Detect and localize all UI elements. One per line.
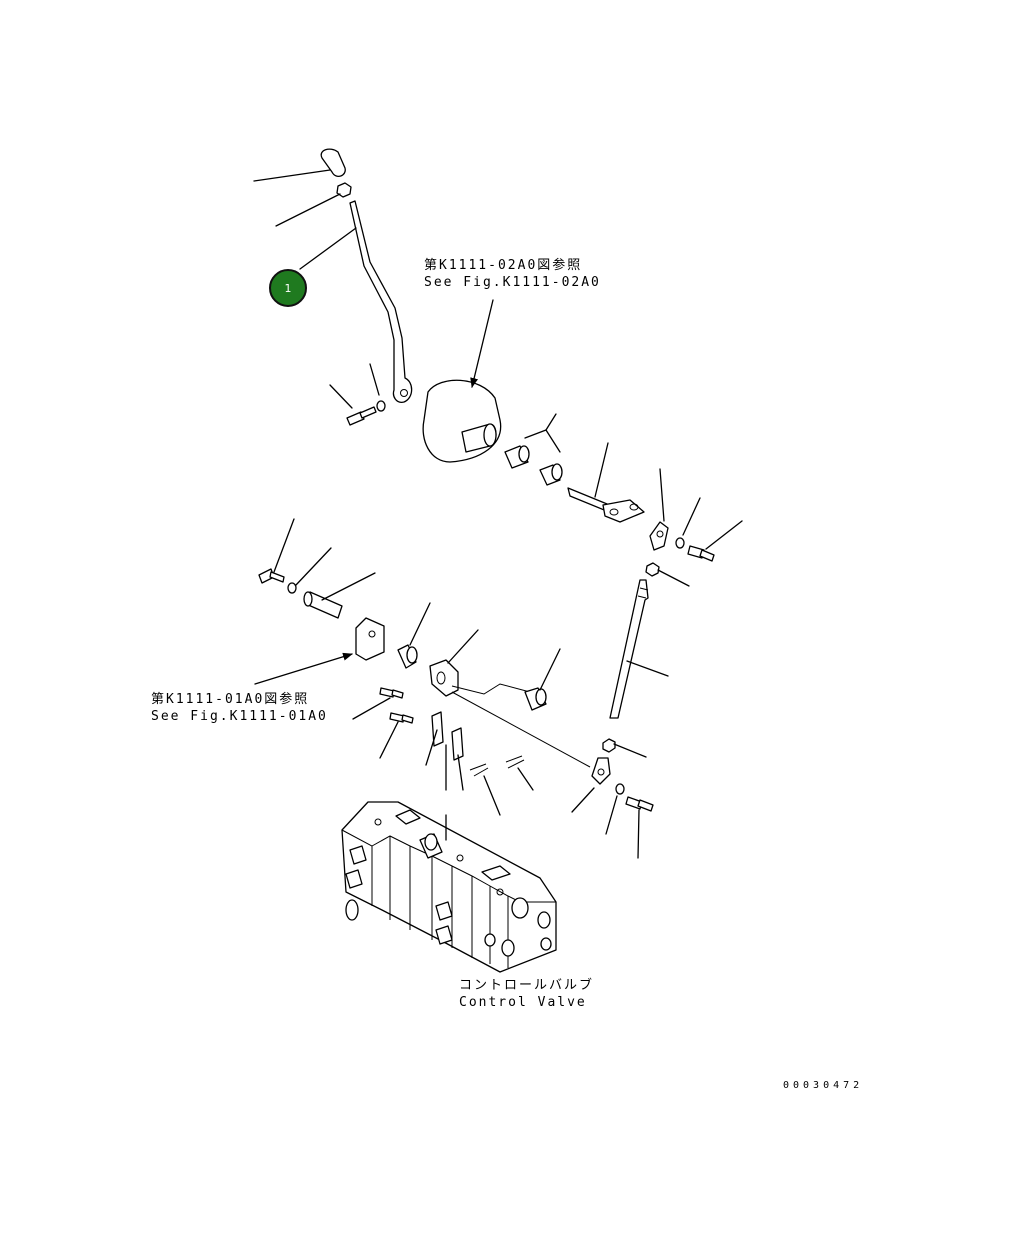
rod-end-upper xyxy=(649,468,669,551)
reference-lower-jp: 第K1111-01A0図参照 xyxy=(151,692,310,707)
lever-bracket xyxy=(422,299,502,463)
reference-lower-en: See Fig.K1111-01A0 xyxy=(151,709,328,724)
bolt-left xyxy=(258,518,295,584)
lower-lever xyxy=(429,629,591,768)
component-label-jp: コントロールバルブ xyxy=(459,978,595,993)
link-plates xyxy=(425,711,464,791)
linkage-rod xyxy=(609,579,669,719)
lever-knob xyxy=(253,148,346,182)
bushing-right xyxy=(524,648,561,711)
bracket-plate-left xyxy=(254,617,385,685)
washer-left xyxy=(287,547,332,594)
bolt-lower-left-2 xyxy=(379,712,414,759)
lever-nut xyxy=(275,182,352,227)
component-label-en: Control Valve xyxy=(459,995,587,1010)
lever-shaft xyxy=(567,442,645,523)
rod-nut-upper xyxy=(645,562,690,587)
bushing-pair xyxy=(504,413,563,486)
lever-rod xyxy=(299,200,413,403)
rod-end-lower xyxy=(571,757,611,813)
cotter-pins xyxy=(469,755,534,816)
control-valve-body xyxy=(341,801,557,973)
washer-lower xyxy=(605,783,625,835)
pin-left xyxy=(303,572,376,619)
washer-upper xyxy=(675,497,701,549)
reference-upper-en: See Fig.K1111-02A0 xyxy=(424,275,601,290)
bolt-lower-left-1 xyxy=(352,687,404,720)
bushing-lower xyxy=(397,602,431,669)
reference-upper-jp: 第K1111-02A0図参照 xyxy=(424,258,583,273)
bolt-upper-right xyxy=(687,520,743,562)
rod-nut-lower xyxy=(602,738,647,758)
callout-part-1[interactable]: 1 xyxy=(269,269,307,307)
callout-part-1-number: 1 xyxy=(284,282,292,295)
lever-bolt xyxy=(329,384,377,426)
lever-washer xyxy=(369,363,386,412)
drawing-number: 00030472 xyxy=(783,1080,864,1091)
bolt-lower-right xyxy=(625,796,654,859)
